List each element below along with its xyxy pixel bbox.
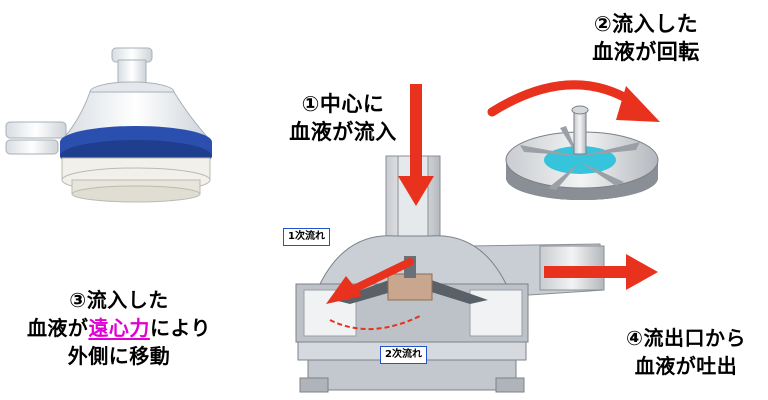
caption-step1-line2: 血液が流入: [289, 120, 397, 144]
inflow-arrow-shaft: [410, 84, 422, 180]
secondary-flow-label: 2次流れ: [380, 346, 427, 364]
caption-step3-line2-post: により: [149, 316, 212, 340]
caption-step3: ③流入した 血液が遠心力により 外側に移動: [6, 286, 232, 370]
caption-step4-line1: ④流出口から: [626, 326, 746, 350]
caption-step2-line1: ②流入した: [593, 12, 699, 36]
caption-step3-line3: 外側に移動: [67, 344, 171, 368]
primary-flow-arrow-head: [326, 276, 362, 304]
rotation-arrow: [487, 80, 641, 117]
caption-step2: ②流入した 血液が回転: [558, 10, 734, 66]
outflow-arrow-head: [626, 254, 658, 290]
caption-step1-line1: ①中心に: [301, 92, 385, 116]
caption-step3-line1: ③流入した: [69, 288, 169, 312]
outflow-arrow-shaft: [544, 266, 630, 278]
caption-step3-line2: 血液が遠心力により: [6, 314, 232, 342]
pump-photo: [5, 47, 212, 203]
caption-step2-line2: 血液が回転: [592, 40, 700, 64]
impeller-illustration: [505, 105, 659, 200]
caption-step1: ①中心に 血液が流入: [268, 90, 418, 146]
primary-flow-arrow: [348, 258, 414, 294]
caption-step4: ④流出口から 血液が吐出: [604, 324, 768, 380]
centrifugal-force-highlight: 遠心力: [88, 316, 150, 340]
caption-step4-line2: 血液が吐出: [634, 354, 738, 378]
inflow-arrow-head: [398, 176, 434, 206]
rotation-arrow-head: [616, 86, 660, 122]
primary-flow-label: 1次流れ: [283, 228, 330, 246]
caption-step3-line2-pre: 血液が: [26, 316, 89, 340]
